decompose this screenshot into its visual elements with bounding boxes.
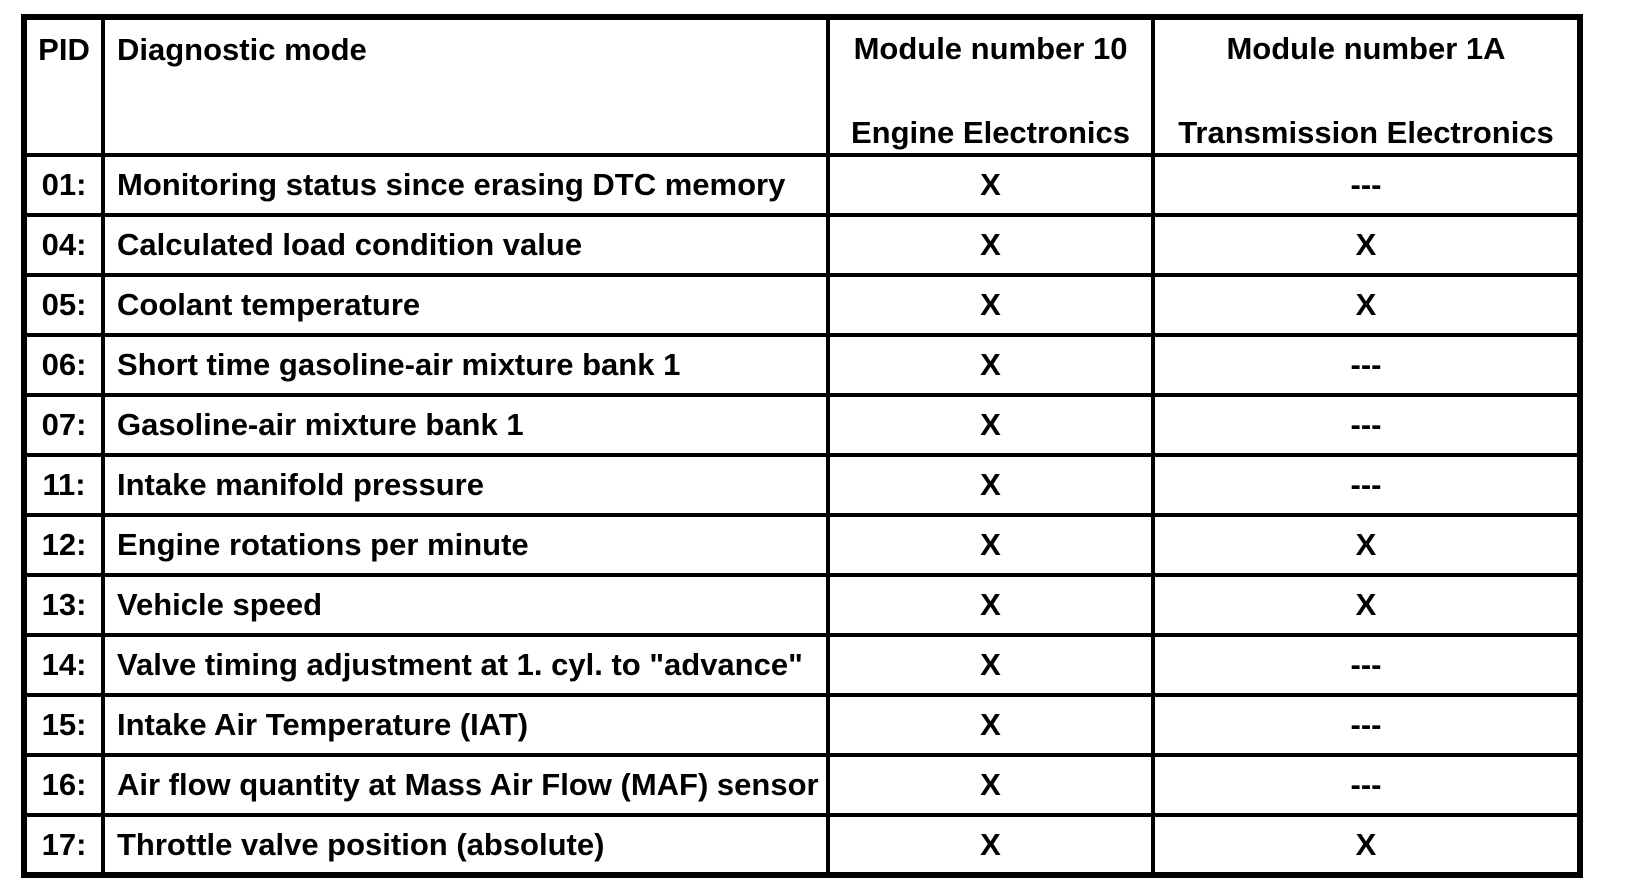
mode-cell: Valve timing adjustment at 1. cyl. to "a… <box>101 633 830 697</box>
table-row: 15: Intake Air Temperature (IAT) X --- <box>22 693 1582 757</box>
pid-cell: 14: <box>22 633 105 697</box>
pid-cell: 01: <box>22 153 105 217</box>
table-row: 07: Gasoline-air mixture bank 1 X --- <box>22 393 1582 457</box>
mode-cell: Engine rotations per minute <box>101 513 830 577</box>
pid-cell: 07: <box>22 393 105 457</box>
pid-cell: 16: <box>22 753 105 817</box>
module1a-cell: X <box>1151 573 1582 637</box>
pid-cell: 15: <box>22 693 105 757</box>
module10-cell: X <box>826 273 1155 337</box>
mode-cell: Intake Air Temperature (IAT) <box>101 693 830 757</box>
module1a-cell: --- <box>1151 153 1582 217</box>
module1a-cell: --- <box>1151 333 1582 397</box>
mode-cell: Air flow quantity at Mass Air Flow (MAF)… <box>101 753 830 817</box>
column-header-diagnostic-mode: Diagnostic mode <box>101 15 830 157</box>
module1a-cell: --- <box>1151 753 1582 817</box>
mode-cell: Gasoline-air mixture bank 1 <box>101 393 830 457</box>
table-row: 11: Intake manifold pressure X --- <box>22 453 1582 517</box>
pid-cell: 06: <box>22 333 105 397</box>
module10-cell: X <box>826 333 1155 397</box>
mode-cell: Coolant temperature <box>101 273 830 337</box>
module10-cell: X <box>826 813 1155 877</box>
column-header-module-10: Module number 10 Engine Electronics <box>826 15 1155 157</box>
pid-cell: 13: <box>22 573 105 637</box>
table-row: 05: Coolant temperature X X <box>22 273 1582 337</box>
pid-cell: 17: <box>22 813 105 877</box>
table-row: 13: Vehicle speed X X <box>22 573 1582 637</box>
module10-cell: X <box>826 753 1155 817</box>
module-1a-name: Transmission Electronics <box>1178 114 1554 150</box>
module1a-cell: X <box>1151 813 1582 877</box>
table-row: 12: Engine rotations per minute X X <box>22 513 1582 577</box>
module10-cell: X <box>826 513 1155 577</box>
table-row: 14: Valve timing adjustment at 1. cyl. t… <box>22 633 1582 697</box>
module10-cell: X <box>826 393 1155 457</box>
module1a-cell: --- <box>1151 453 1582 517</box>
module-10-header: Module number 10 Engine Electronics <box>832 21 1149 150</box>
module10-cell: X <box>826 693 1155 757</box>
mode-cell: Short time gasoline-air mixture bank 1 <box>101 333 830 397</box>
module1a-cell: X <box>1151 513 1582 577</box>
table-row: 01: Monitoring status since erasing DTC … <box>22 153 1582 217</box>
module10-cell: X <box>826 633 1155 697</box>
table-row: 06: Short time gasoline-air mixture bank… <box>22 333 1582 397</box>
module1a-cell: X <box>1151 273 1582 337</box>
module1a-cell: --- <box>1151 633 1582 697</box>
module10-cell: X <box>826 453 1155 517</box>
mode-cell: Intake manifold pressure <box>101 453 830 517</box>
column-header-pid: PID <box>22 15 105 157</box>
header-row: PID Diagnostic mode Module number 10 Eng… <box>22 15 1582 157</box>
module10-cell: X <box>826 153 1155 217</box>
pid-cell: 12: <box>22 513 105 577</box>
mode-cell: Monitoring status since erasing DTC memo… <box>101 153 830 217</box>
module10-cell: X <box>826 213 1155 277</box>
pid-diagnostic-modes-table: PID Diagnostic mode Module number 10 Eng… <box>21 14 1583 878</box>
pid-cell: 11: <box>22 453 105 517</box>
mode-cell: Calculated load condition value <box>101 213 830 277</box>
module-1a-number: Module number 1A <box>1226 31 1506 66</box>
module-10-name: Engine Electronics <box>850 114 1131 150</box>
mode-cell: Throttle valve position (absolute) <box>101 813 830 877</box>
mode-cell: Vehicle speed <box>101 573 830 637</box>
module10-cell: X <box>826 573 1155 637</box>
table-row: 16: Air flow quantity at Mass Air Flow (… <box>22 753 1582 817</box>
column-header-module-1a: Module number 1A Transmission Electronic… <box>1151 15 1582 157</box>
module1a-cell: --- <box>1151 393 1582 457</box>
module-10-number: Module number 10 <box>853 31 1128 66</box>
pid-cell: 05: <box>22 273 105 337</box>
table-row: 17: Throttle valve position (absolute) X… <box>22 813 1582 877</box>
module-1a-header: Module number 1A Transmission Electronic… <box>1157 21 1576 150</box>
module1a-cell: X <box>1151 213 1582 277</box>
module1a-cell: --- <box>1151 693 1582 757</box>
table-row: 04: Calculated load condition value X X <box>22 213 1582 277</box>
pid-cell: 04: <box>22 213 105 277</box>
